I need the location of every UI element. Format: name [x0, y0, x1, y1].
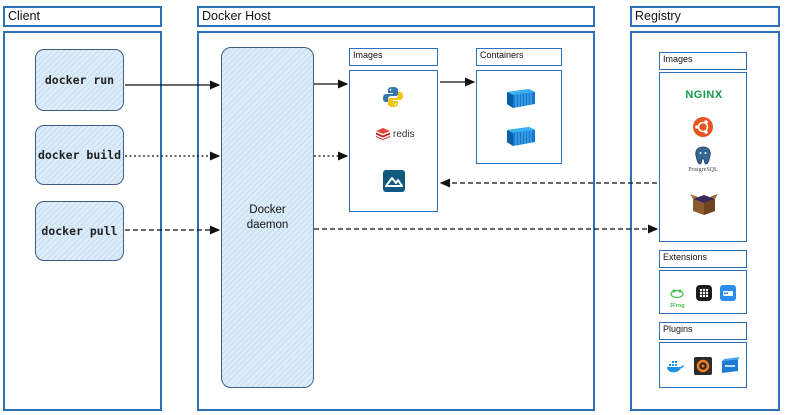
grafana-plugin-icon: [694, 357, 712, 375]
docker-run-command[interactable]: docker run: [35, 49, 124, 111]
containers-box: [476, 70, 562, 164]
host-images-title: Images: [349, 48, 438, 66]
containers-title: Containers: [476, 48, 562, 66]
docker-pull-command[interactable]: docker pull: [35, 201, 124, 261]
redis-icon: [376, 128, 390, 140]
disk-extension-icon: [720, 285, 736, 301]
daemon-label-line2: daemon: [246, 218, 289, 231]
alpine-icon: [383, 170, 405, 192]
client-title: Client: [3, 6, 162, 27]
docker-daemon: Docker daemon: [221, 47, 314, 388]
registry-title: Registry: [630, 6, 780, 27]
ubuntu-icon: [693, 117, 713, 137]
nginx-logo: NGINX: [685, 89, 723, 101]
container-icon-2: [507, 127, 535, 146]
grid-extension-icon: [696, 285, 712, 301]
frog-icon: [670, 289, 684, 299]
jfrog-label: JFrog: [669, 303, 685, 309]
docker-build-command[interactable]: docker build: [35, 125, 124, 185]
docker-whale-icon: [667, 361, 684, 373]
postgresql-icon: [695, 146, 711, 165]
redis-logo: redis: [376, 128, 415, 140]
container-icon-1: [507, 89, 535, 108]
registry-images-title: Images: [659, 52, 747, 70]
open-box-icon: [690, 194, 718, 215]
extensions-title: Extensions: [659, 250, 747, 268]
postgresql-label: PostgreSQL: [688, 167, 718, 173]
python-icon: [383, 87, 403, 107]
jfrog-logo: JFrog: [668, 285, 686, 309]
redis-label: redis: [393, 128, 415, 140]
daemon-label-line1: Docker: [249, 203, 286, 216]
docker-host-title: Docker Host: [197, 6, 595, 27]
storage-plugin-icon: [722, 357, 740, 373]
plugins-title: Plugins: [659, 322, 747, 340]
